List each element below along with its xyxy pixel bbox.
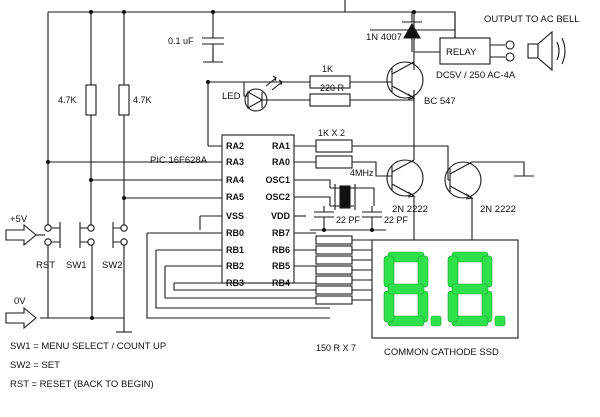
r1k-label: 1K xyxy=(322,64,333,74)
digit1-segment-b xyxy=(417,255,429,288)
note-rst: RST = RESET (BACK TO BEGIN) xyxy=(10,379,154,390)
plus5v-label: +5V xyxy=(10,214,28,225)
crystal-oscillator: 4MHz xyxy=(294,168,375,210)
plus5v-terminal: +5V xyxy=(5,214,45,247)
pin-ra0: RA0 xyxy=(272,157,290,167)
seven-segment-display: COMMON CATHODE SSD xyxy=(371,239,519,358)
pin-ra5: RA5 xyxy=(226,192,244,202)
rst-switch: RST xyxy=(36,222,61,271)
r220-label: 220 R xyxy=(320,83,345,93)
sw2-label: SW2 xyxy=(102,260,123,271)
resistor-1k-base: 1K xyxy=(208,64,392,89)
pin-rb0: RB0 xyxy=(226,228,244,238)
pin-vdd: VDD xyxy=(271,211,291,221)
pin-rb7: RB7 xyxy=(272,228,290,238)
digit2-segment-b xyxy=(481,255,493,288)
pin-rb5: RB5 xyxy=(272,261,290,271)
pin-osc1: OSC1 xyxy=(265,175,290,185)
pin-vss: VSS xyxy=(226,211,244,221)
cap-b-label: 22 PF xyxy=(384,215,409,225)
status-led: LED xyxy=(222,75,310,112)
digit1-segment-f xyxy=(383,255,395,288)
ssd-label: COMMON CATHODE SSD xyxy=(384,347,499,358)
digit2-segment-e xyxy=(447,290,459,323)
capacitor-0-1uf: 0.1 uF xyxy=(168,36,224,62)
digit1-decimal-point xyxy=(430,315,442,327)
q1-label: 2N 2222 xyxy=(392,204,428,215)
bell-speaker: OUTPUT TO AC BELL xyxy=(484,14,580,72)
pic-label: PIC 16F628A xyxy=(150,155,208,166)
digit2-segment-f xyxy=(447,255,459,288)
digit1-segment-e xyxy=(383,290,395,323)
pin-ra4: RA4 xyxy=(226,175,244,185)
zero-volt-terminal: 0V xyxy=(5,296,37,330)
pin-rb1: RB1 xyxy=(226,245,244,255)
sw1-label: SW1 xyxy=(66,260,87,271)
relay-transistor: BC 547 xyxy=(386,61,456,107)
pin-rb2: RB2 xyxy=(226,261,244,271)
digit-transistor-1: 2N 2222 xyxy=(386,100,428,240)
relay-block: RELAY DC5V / 250 AC-4A xyxy=(414,37,516,81)
q2-label: 2N 2222 xyxy=(480,204,516,215)
pin-ra3: RA3 xyxy=(226,157,244,167)
cap-0-1uf-label: 0.1 uF xyxy=(168,36,194,46)
output-label: OUTPUT TO AC BELL xyxy=(484,14,580,25)
digit2-decimal-point xyxy=(494,315,506,327)
sw1-switch: SW1 xyxy=(66,222,95,271)
pin-rb3: RB3 xyxy=(226,278,244,288)
digit-transistor-2: 2N 2222 xyxy=(444,161,534,240)
pin-rb4: RB4 xyxy=(272,278,290,288)
junction-dots xyxy=(46,10,416,320)
flyback-diode: 1N 4007 xyxy=(366,12,455,52)
pullup-1-label: 4.7K xyxy=(58,95,77,105)
pullup-resistor-1: 4.7K xyxy=(58,84,97,116)
digit2-segment-g xyxy=(451,283,489,295)
relay-rating-label: DC5V / 250 AC-4A xyxy=(436,70,516,81)
resistor-220r: 220 R xyxy=(309,83,415,107)
led-label: LED xyxy=(222,91,241,102)
pin-osc2: OSC2 xyxy=(265,192,290,202)
pin-ra2: RA2 xyxy=(226,141,244,151)
note-sw2: SW2 = SET xyxy=(10,360,60,371)
diode-label: 1N 4007 xyxy=(366,32,402,43)
pic-left-wires xyxy=(48,81,330,319)
pic-chip: PIC 16F628A RA2RA3RA4RA5VSSRB0RB1RB2RB3 … xyxy=(150,134,295,288)
pullup-resistor-2: 4.7K xyxy=(118,84,152,116)
bc547-label: BC 547 xyxy=(424,96,456,107)
cap-a-label: 22 PF xyxy=(336,215,361,225)
pic-body xyxy=(221,134,295,284)
r150-label: 150 R X 7 xyxy=(316,343,356,353)
sw2-switch: SW2 xyxy=(102,222,128,271)
segment-resistors: 150 R X 7 xyxy=(294,232,372,353)
pullup-2-label: 4.7K xyxy=(133,95,152,105)
zero-volt-label: 0V xyxy=(14,296,26,307)
resistors-1k-x2: 1K X 2 xyxy=(294,128,449,180)
rst-label: RST xyxy=(36,260,55,271)
note-sw1: SW1 = MENU SELECT / COUNT UP xyxy=(10,341,166,352)
xtal-label: 4MHz xyxy=(350,168,374,178)
digit1-segment-g xyxy=(387,283,425,295)
pin-ra1: RA1 xyxy=(272,141,290,151)
r1kx2-label: 1K X 2 xyxy=(318,128,345,138)
pin-rb6: RB6 xyxy=(272,245,290,255)
relay-label: RELAY xyxy=(446,47,477,58)
